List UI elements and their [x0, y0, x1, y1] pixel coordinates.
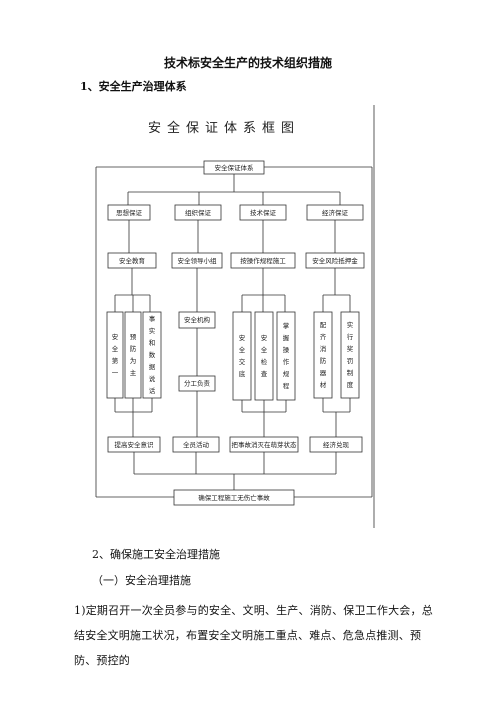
column-label: 分工负责: [184, 379, 211, 388]
column-label-char: 度: [347, 380, 354, 389]
safety-system-diagram: 安全保证体系框图 安全保证体系 思想保证 组织保证 技术保证 经济保证 安全教育…: [95, 105, 375, 528]
level4-label: 全员活动: [183, 440, 210, 449]
column-label-char: 操: [283, 345, 290, 354]
column-label-char: 主: [130, 368, 137, 377]
level2-label: 安全风险抵押金: [312, 256, 358, 265]
column-box: [106, 311, 124, 399]
column-label-char: 一: [112, 369, 119, 377]
column-label-char: 配: [320, 321, 327, 329]
column-box: [124, 311, 142, 399]
level2-label: 安全领导小组: [178, 256, 218, 265]
level1-label: 组织保证: [185, 208, 212, 217]
column-label-char: 全: [261, 345, 268, 354]
level4-label: 经济兑现: [323, 440, 350, 449]
column-box: [254, 311, 274, 401]
column-label-char: 底: [239, 369, 246, 378]
column-label-char: 行: [347, 332, 354, 341]
column-label-char: 安: [112, 332, 119, 341]
column-label-char: 材: [320, 380, 327, 389]
bottom-box: [173, 489, 295, 506]
column-label-char: 全: [112, 344, 119, 353]
column-label-char: 话: [149, 386, 156, 395]
level1-label: 技术保证: [250, 208, 277, 217]
section-heading-2: 2、确保施工安全治理措施: [92, 548, 220, 561]
column-label-char: 说: [149, 374, 156, 383]
column-label-char: 为: [130, 356, 137, 365]
column-label-char: 检: [261, 357, 268, 366]
column-label-char: 据: [149, 362, 156, 371]
column-label-char: 防: [320, 356, 327, 365]
body-paragraph: 1)定期召开一次全员参与的安全、文明、生产、消防、保卫工作大会，总结安全文明施工…: [74, 604, 433, 667]
column-label-char: 作: [283, 357, 290, 366]
column-label-char: 程: [283, 381, 290, 390]
column-label-char: 罚: [347, 357, 354, 365]
level4-label: 提高安全意识: [115, 440, 155, 449]
column-label-char: 实: [149, 326, 156, 335]
column-label-char: 奖: [347, 344, 354, 353]
column-label-char: 齐: [320, 332, 327, 341]
diagram-title: 安全保证体系框图: [148, 120, 300, 136]
root-label: 安全保证体系: [215, 163, 255, 172]
column-label: 安全机构: [184, 315, 211, 324]
column-label-char: 规: [283, 369, 290, 378]
section-heading-1: 1、安全生产治理体系: [80, 80, 187, 93]
column-boxes: 安全第一预防为主事实和数据说话安全机构分工负责安全交底安全检查掌握操作规程配齐消…: [106, 311, 360, 401]
column-label-char: 器: [320, 369, 327, 377]
bottom-label: 确保工程施工无伤亡事故: [198, 493, 270, 502]
level2-label: 按操作规程施工: [240, 256, 286, 265]
level2-label: 安全教育: [119, 256, 146, 265]
column-label-char: 防: [130, 344, 137, 353]
column-label-char: 安: [239, 333, 246, 342]
column-label-char: 握: [283, 333, 290, 342]
column-label-char: 数: [149, 350, 156, 359]
level1-label: 经济保证: [322, 208, 349, 217]
column-label-char: 安: [261, 333, 268, 342]
column-label-char: 交: [239, 357, 246, 366]
level1-label: 思想保证: [116, 208, 143, 217]
column-label-char: 掌: [283, 321, 290, 330]
column-label-char: 事: [149, 314, 156, 323]
document-title: 技术标安全生产的技术组织措施: [163, 56, 332, 70]
column-label-char: 第: [112, 356, 119, 365]
column-label-char: 预: [130, 332, 137, 341]
column-label-char: 全: [239, 345, 246, 354]
column-label-char: 制: [347, 368, 354, 377]
column-box: [232, 311, 252, 401]
column-label-char: 查: [261, 369, 268, 378]
column-label-char: 消: [320, 344, 327, 353]
level4-label: 把事故消灭在萌芽状态: [232, 440, 298, 449]
column-label-char: 和: [149, 338, 156, 347]
subsection-heading: （一）安全治理措施: [92, 574, 191, 587]
column-label-char: 实: [347, 320, 354, 329]
